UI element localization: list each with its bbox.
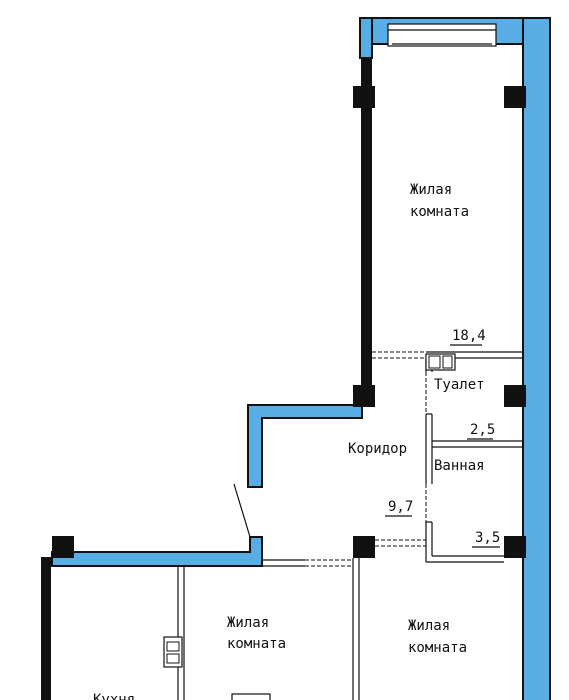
wall-upper-left-stub bbox=[359, 17, 373, 59]
bathroom-area: 3,5 bbox=[475, 530, 500, 546]
exterior-walls bbox=[51, 17, 551, 700]
toilet-area: 2,5 bbox=[470, 422, 495, 438]
labels: Жилая комната 18,4 Туалет 2,5 Коридор 9,… bbox=[93, 182, 500, 700]
living-top-area: 18,4 bbox=[452, 328, 486, 344]
living-center-label-1: Жилая bbox=[227, 615, 269, 631]
wall-upper-left bbox=[361, 58, 372, 406]
columns bbox=[52, 86, 526, 558]
bathroom-label: Ванная bbox=[434, 458, 485, 474]
living-top-label-2: комната bbox=[410, 204, 469, 220]
wall-kitchen-top bbox=[51, 536, 263, 567]
wall-corridor-l bbox=[247, 404, 363, 488]
window-top bbox=[387, 23, 497, 47]
wall-kitchen-left bbox=[41, 557, 51, 700]
toilet-label: Туалет bbox=[434, 377, 485, 393]
living-center-label-2: комната bbox=[227, 636, 286, 652]
interior-walls bbox=[41, 58, 372, 700]
wall-right bbox=[522, 17, 551, 700]
living-right-label-2: комната bbox=[408, 640, 467, 656]
living-top-label-1: Жилая bbox=[410, 182, 452, 198]
corridor-area: 9,7 bbox=[388, 499, 413, 515]
kitchen-label: Кухня bbox=[93, 692, 135, 700]
corridor-label: Коридор bbox=[348, 441, 407, 457]
living-right-label-1: Жилая bbox=[408, 618, 450, 634]
vent-shaft bbox=[163, 636, 183, 668]
fixtures bbox=[163, 353, 456, 700]
